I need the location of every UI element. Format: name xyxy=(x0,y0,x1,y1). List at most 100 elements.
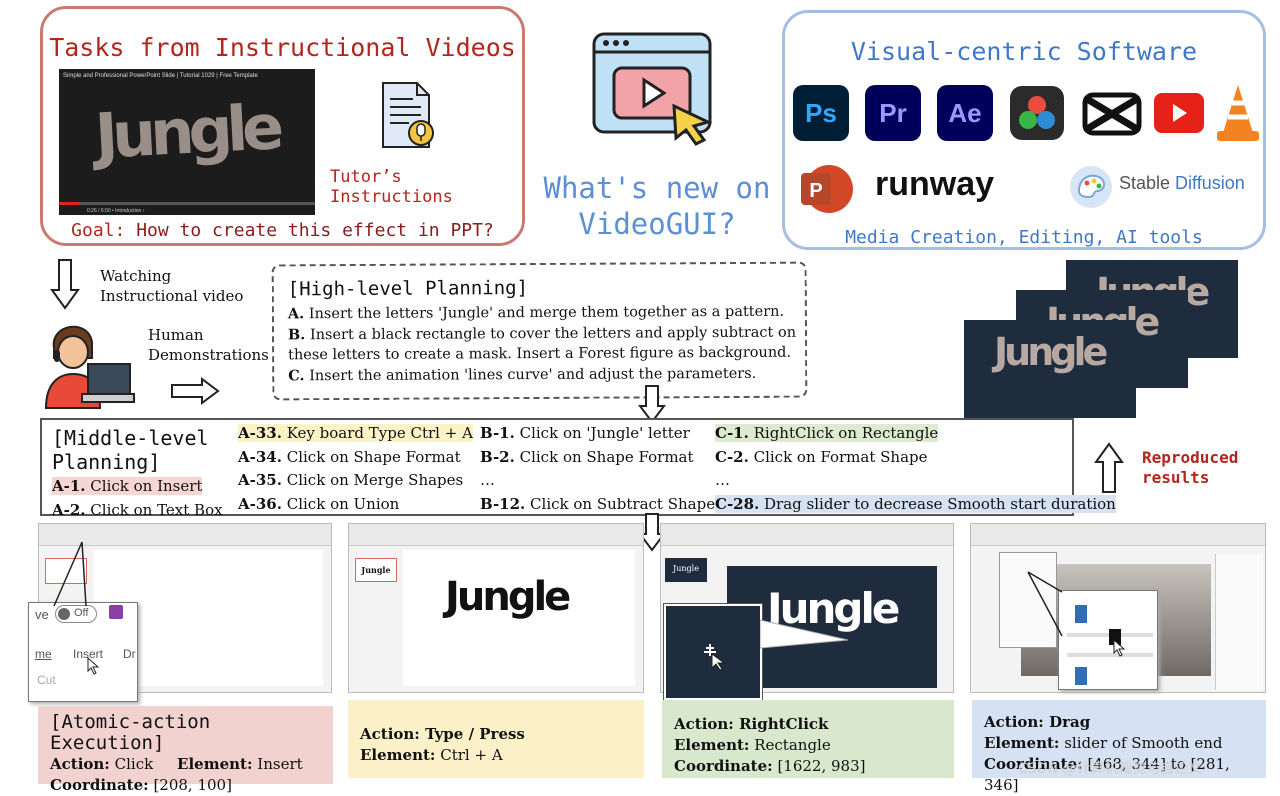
zoom-callout xyxy=(1058,590,1158,690)
slide-canvas xyxy=(403,550,635,686)
human-demonstrations-label: Human Demonstrations xyxy=(148,326,269,364)
goal-question: How to create this effect in PPT? xyxy=(125,220,494,241)
cut-button[interactable]: Cut xyxy=(37,673,56,687)
callout-pointer xyxy=(53,541,87,607)
davinci-resolve-icon xyxy=(1010,86,1064,140)
high-level-items: A. Insert the letters 'Jungle' and merge… xyxy=(288,302,798,387)
middle-level-step: A-33. Key board Type Ctrl + A xyxy=(238,424,473,442)
high-level-title: [High-level Planning] xyxy=(287,277,529,301)
middle-level-step: C-28. Drag slider to decrease Smooth sta… xyxy=(715,494,1116,513)
vlc-icon xyxy=(1217,85,1259,141)
premiere-icon: Pr xyxy=(865,85,921,141)
middle-level-step: A-1. Click on Insert xyxy=(52,477,203,495)
tab-draw[interactable]: Dr xyxy=(123,647,136,661)
video-thumbnail[interactable]: Simple and Professional PowerPoint Slide… xyxy=(59,69,315,215)
tutor-instructions-label: Tutor’s Instructions xyxy=(330,167,453,207)
slider-end-handle[interactable] xyxy=(1109,629,1121,645)
caption-type-press: Action: Type / Press Element: Ctrl + A xyxy=(348,700,644,778)
goal-keyword: Goal: xyxy=(71,220,126,241)
down-arrow-icon xyxy=(638,385,666,424)
tab-home[interactable]: me xyxy=(35,647,52,661)
zoom-callout xyxy=(664,604,762,700)
human-at-computer-icon xyxy=(44,325,135,409)
middle-level-step: C-2. Click on Format Shape xyxy=(715,447,928,466)
software-subtitle: Media Creation, Editing, AI tools xyxy=(845,227,1203,248)
high-level-item: A. Insert the letters 'Jungle' and merge… xyxy=(287,303,785,323)
middle-level-step: C-1. RightClick on Rectangle xyxy=(715,424,939,442)
video-progress-fill xyxy=(59,202,80,205)
after-effects-icon: Ae xyxy=(937,85,993,141)
middle-level-col-b: B-1. Click on 'Jungle' letter B-2. Click… xyxy=(480,422,723,516)
middle-level-col-c: C-1. RightClick on Rectangle C-2. Click … xyxy=(715,422,1116,516)
move-cursor-icon xyxy=(704,644,726,671)
down-arrow-icon xyxy=(50,259,80,310)
caption-rightclick: Action: RightClick Element: Rectangle Co… xyxy=(662,700,954,778)
slider-start-handle[interactable] xyxy=(1075,667,1087,685)
result-slide: Jungle xyxy=(964,320,1136,418)
ribbon-bar xyxy=(661,524,953,546)
tasks-title: Tasks from Instructional Videos xyxy=(49,33,516,62)
high-level-item: C. Insert the animation 'lines curve' an… xyxy=(288,365,757,384)
middle-level-step: … xyxy=(480,471,495,489)
caption-click: [Atomic-action Execution] Action: Click … xyxy=(38,706,333,794)
middle-level-step: A-34. Click on Shape Format xyxy=(238,447,461,466)
save-icon[interactable] xyxy=(109,605,123,619)
svg-text:P: P xyxy=(809,180,822,202)
screenshot-type-ctrl-a: Jungle Jungle xyxy=(348,523,644,693)
toggle-knob xyxy=(58,608,70,620)
tab-insert[interactable]: Insert xyxy=(73,647,104,661)
jungle-text-selected[interactable]: Jungle xyxy=(445,574,571,620)
middle-level-step: B-2. Click on Shape Format xyxy=(480,447,694,466)
high-level-planning-box: [High-level Planning] A. Insert the lett… xyxy=(271,261,808,401)
caption-drag: Action: Drag Element: slider of Smooth e… xyxy=(972,700,1266,794)
up-arrow-icon xyxy=(1094,442,1124,493)
center-question: What's new on VideoGUI? xyxy=(542,170,772,242)
video-jungle-word: Jungle xyxy=(93,90,280,173)
middle-level-step: … xyxy=(715,471,730,489)
middle-level-col-a: A-33. Key board Type Ctrl + A A-34. Clic… xyxy=(238,422,473,516)
center-question-line2: VideoGUI? xyxy=(578,207,736,241)
middle-level-col-a-left: A-1. Click on Insert A-2. Click on Text … xyxy=(52,475,223,522)
capcut-icon xyxy=(1082,92,1142,136)
slider-start-handle[interactable] xyxy=(1075,605,1087,623)
callout-pointer xyxy=(1027,571,1063,637)
slide-thumbnail[interactable]: Jungle xyxy=(665,558,707,582)
mouse-cursor-icon xyxy=(1113,639,1126,657)
middle-level-step: A-36. Click on Union xyxy=(238,494,400,513)
goal-text: Goal: How to create this effect in PPT? xyxy=(43,220,522,241)
center-question-line1: What's new on xyxy=(543,171,771,205)
tasks-panel: Tasks from Instructional Videos Simple a… xyxy=(40,6,525,246)
middle-level-title: [Middle-level Planning] xyxy=(52,426,209,474)
middle-level-step: B-12. Click on Subtract Shapes xyxy=(480,494,723,513)
software-panel: Visual-centric Software Ps Pr Ae P runwa… xyxy=(782,10,1266,250)
format-pane xyxy=(1215,554,1263,690)
software-title: Visual-centric Software xyxy=(850,37,1198,66)
slide-thumbnail[interactable]: Jungle xyxy=(355,558,397,582)
middle-level-step: A-2. Click on Text Box xyxy=(52,500,223,519)
reproduced-results-label: Reproduced results xyxy=(1142,448,1239,487)
animation-dialog xyxy=(999,552,1057,648)
mouse-cursor-icon xyxy=(87,657,100,675)
runway-logo: runway xyxy=(875,165,995,203)
video-title: Simple and Professional PowerPoint Slide… xyxy=(63,73,258,79)
autosave-toggle[interactable]: Off xyxy=(55,605,97,623)
atomic-title: [Atomic-action Execution] xyxy=(50,711,211,754)
youtube-icon xyxy=(1154,93,1204,133)
video-progress-track[interactable] xyxy=(59,202,315,205)
middle-level-step: A-35. Click on Merge Shapes xyxy=(238,471,464,489)
ribbon-bar xyxy=(39,524,331,546)
down-arrow-icon xyxy=(638,513,666,552)
watching-label: Watching Instructional video xyxy=(100,267,244,305)
document-microphone-icon xyxy=(382,82,434,148)
photoshop-icon: Ps xyxy=(793,85,849,141)
middle-level-step: B-1. Click on 'Jungle' letter xyxy=(480,424,690,442)
slide-thumbnail[interactable] xyxy=(45,558,87,584)
video-player-cursor-icon xyxy=(592,32,713,146)
high-level-item: B. Insert a black rectangle to cover the… xyxy=(287,324,797,364)
right-arrow-icon xyxy=(171,377,220,405)
slider-track[interactable] xyxy=(1067,653,1153,657)
powerpoint-icon: P xyxy=(801,165,853,213)
ribbon-bar xyxy=(971,524,1265,546)
video-time: 0:26 / 6:50 • Introduction › xyxy=(87,208,145,214)
callout-pointer xyxy=(760,619,849,649)
